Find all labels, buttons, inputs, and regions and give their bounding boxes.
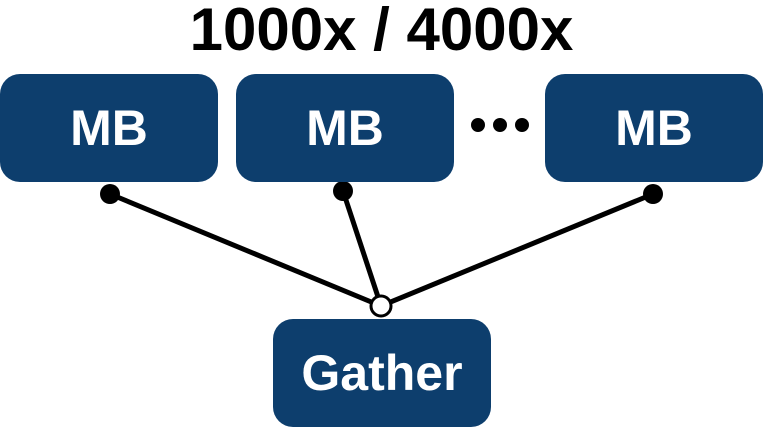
diagram-title: 1000x / 4000x [189,0,574,63]
mb-box-label: MB [615,100,693,156]
mb-box-3: MB [545,74,763,182]
horizontal-ellipsis-icon [471,118,529,132]
source-port-1 [100,184,120,204]
mb-box-2: MB [236,74,454,182]
gather-box: Gather [273,319,491,427]
mb-box-label: MB [70,100,148,156]
source-port-3 [643,184,663,204]
mb-box-label: MB [306,100,384,156]
connector-line-2 [340,190,384,307]
mb-box-1: MB [0,74,218,182]
connector-line-1 [109,191,382,309]
source-port-2 [333,181,353,201]
connector-line-3 [380,191,654,309]
gather-hub [369,294,393,318]
gather-box-label: Gather [301,345,463,401]
